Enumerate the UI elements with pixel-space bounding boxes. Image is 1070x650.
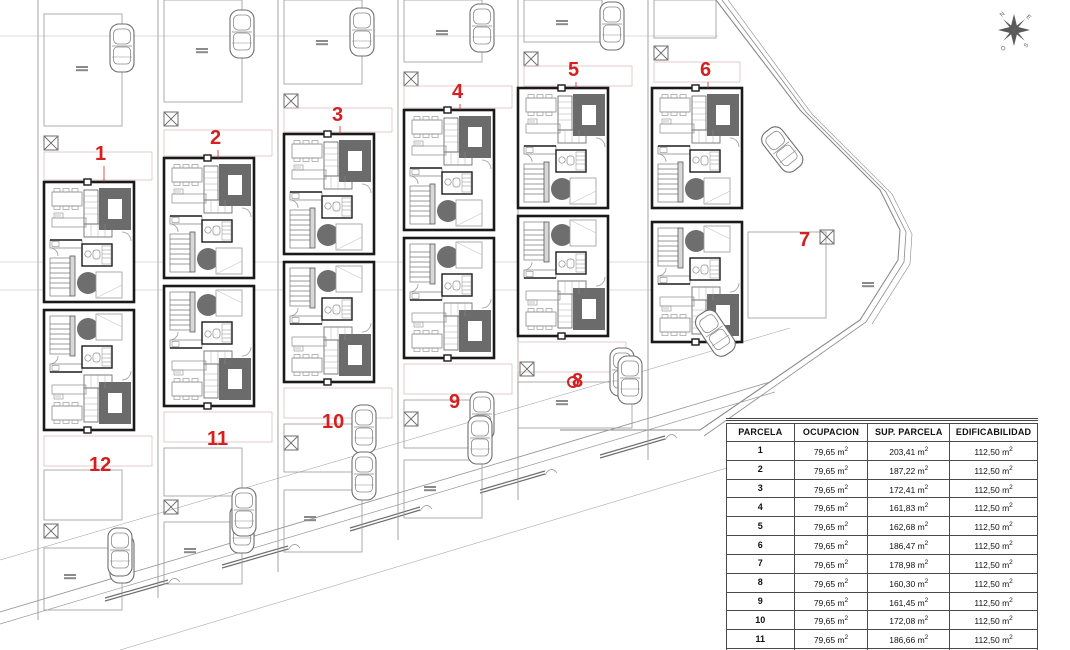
column-header-parcela: PARCELA xyxy=(726,423,795,442)
cell-edificabilidad: 112,50 m2 xyxy=(949,572,1038,593)
cell-sup-parcela: 172,08 m2 xyxy=(867,610,951,631)
cell-ocupacion: 79,65 m2 xyxy=(793,535,869,555)
cell-parcela: 4 xyxy=(726,497,795,518)
cell-edificabilidad: 112,50 m2 xyxy=(949,648,1038,650)
cell-ocupacion: 79,65 m2 xyxy=(793,497,869,518)
cell-parcela: 11 xyxy=(726,629,795,650)
cell-parcela: 8 xyxy=(726,572,795,593)
plot-block-1-12 xyxy=(42,13,153,611)
plot-label-2: 2 xyxy=(210,127,222,149)
plot-label-1: 1 xyxy=(95,143,107,165)
plot-label-7: 7 xyxy=(799,229,811,251)
plot-label-5: 5 xyxy=(568,59,580,81)
cell-sup-parcela: 186,66 m2 xyxy=(867,629,951,650)
svg-text:S: S xyxy=(1023,42,1030,49)
table-top-rule xyxy=(726,418,1038,421)
table-header-row: PARCELA OCUPACION SUP. PARCELA EDIFICABI… xyxy=(726,423,1038,442)
cell-parcela: 6 xyxy=(726,535,795,555)
plot-block-2-11 xyxy=(162,0,273,585)
cell-parcela: 2 xyxy=(726,459,795,480)
plot-label-11: 11 xyxy=(207,428,229,450)
cell-ocupacion: 79,65 m2 xyxy=(793,459,869,480)
plot-label-9: 9 xyxy=(449,391,461,413)
cell-parcela: 10 xyxy=(726,610,795,631)
cell-edificabilidad: 112,50 m2 xyxy=(949,610,1038,631)
kerb-bumps xyxy=(167,434,678,585)
column-header-sup-parcela: SUP. PARCELA xyxy=(867,423,951,442)
cell-parcela: 1 xyxy=(726,441,795,461)
cell-sup-parcela: 172,41 m2 xyxy=(867,478,951,499)
column-header-edificabilidad: EDIFICABILIDAD xyxy=(949,423,1038,442)
compass-rose: N E O S xyxy=(998,11,1032,53)
cell-sup-parcela: 186,47 m2 xyxy=(867,535,951,555)
plot-label-12: 12 xyxy=(89,454,112,476)
cell-sup-parcela: 162,68 m2 xyxy=(867,516,951,537)
cell-parcela: 3 xyxy=(726,478,795,499)
plot-label-10: 10 xyxy=(322,411,345,433)
cell-edificabilidad: 112,50 m2 xyxy=(949,459,1038,480)
reference-marker xyxy=(567,376,579,388)
plot-block-3-10 xyxy=(282,0,393,553)
parcel-schedule-table: PARCELA OCUPACION SUP. PARCELA EDIFICABI… xyxy=(726,418,1038,650)
cell-edificabilidad: 112,50 m2 xyxy=(949,478,1038,499)
cell-edificabilidad: 112,50 m2 xyxy=(949,629,1038,650)
plot-label-6: 6 xyxy=(700,59,712,81)
cell-ocupacion: 79,65 m2 xyxy=(793,553,869,574)
cell-ocupacion: 79,65 m2 xyxy=(793,610,869,631)
cell-ocupacion: 79,65 m2 xyxy=(793,572,869,593)
svg-text:O: O xyxy=(999,45,1007,53)
plot-label-8: 8 xyxy=(572,370,584,392)
site-boundary xyxy=(560,0,913,437)
cell-sup-parcela: 203,41 m2 xyxy=(867,441,951,461)
cell-sup-parcela: 160,30 m2 xyxy=(867,572,951,593)
plot-label-4: 4 xyxy=(452,81,464,103)
plot-block-4-9 xyxy=(402,0,513,519)
cell-edificabilidad: 112,50 m2 xyxy=(949,591,1038,612)
cell-parcela: 9 xyxy=(726,591,795,612)
cell-ocupacion: 79,65 m2 xyxy=(793,591,869,612)
cell-sup-parcela: 178,98 m2 xyxy=(867,553,951,574)
cell-parcela: 7 xyxy=(726,553,795,574)
svg-text:N: N xyxy=(999,11,1006,18)
kerb-segments xyxy=(104,435,666,602)
cell-sup-parcela: 161,45 m2 xyxy=(867,591,951,612)
plot-block-6-7 xyxy=(650,0,874,361)
cell-edificabilidad: 112,50 m2 xyxy=(949,535,1038,555)
svg-text:E: E xyxy=(1025,14,1032,21)
cell-ocupacion: 79,65 m2 xyxy=(793,629,869,650)
column-header-ocupacion: OCUPACION xyxy=(793,423,869,442)
cell-ocupacion: 79,65 m2 xyxy=(793,516,869,537)
label-leader-lines xyxy=(103,82,709,182)
cell-sup-parcela: 187,22 m2 xyxy=(867,459,951,480)
cell-sup-parcela: 161,83 m2 xyxy=(867,497,951,518)
cell-edificabilidad: 112,50 m2 xyxy=(949,497,1038,518)
cell-parcela: 5 xyxy=(726,516,795,537)
cell-ocupacion: 79,65 m2 xyxy=(793,441,869,461)
cell-ocupacion: 79,65 m2 xyxy=(793,478,869,499)
plot-label-3: 3 xyxy=(332,104,344,126)
cell-edificabilidad: 112,50 m2 xyxy=(949,441,1038,461)
cell-edificabilidad: 112,50 m2 xyxy=(949,553,1038,574)
cell-edificabilidad: 112,50 m2 xyxy=(949,516,1038,537)
